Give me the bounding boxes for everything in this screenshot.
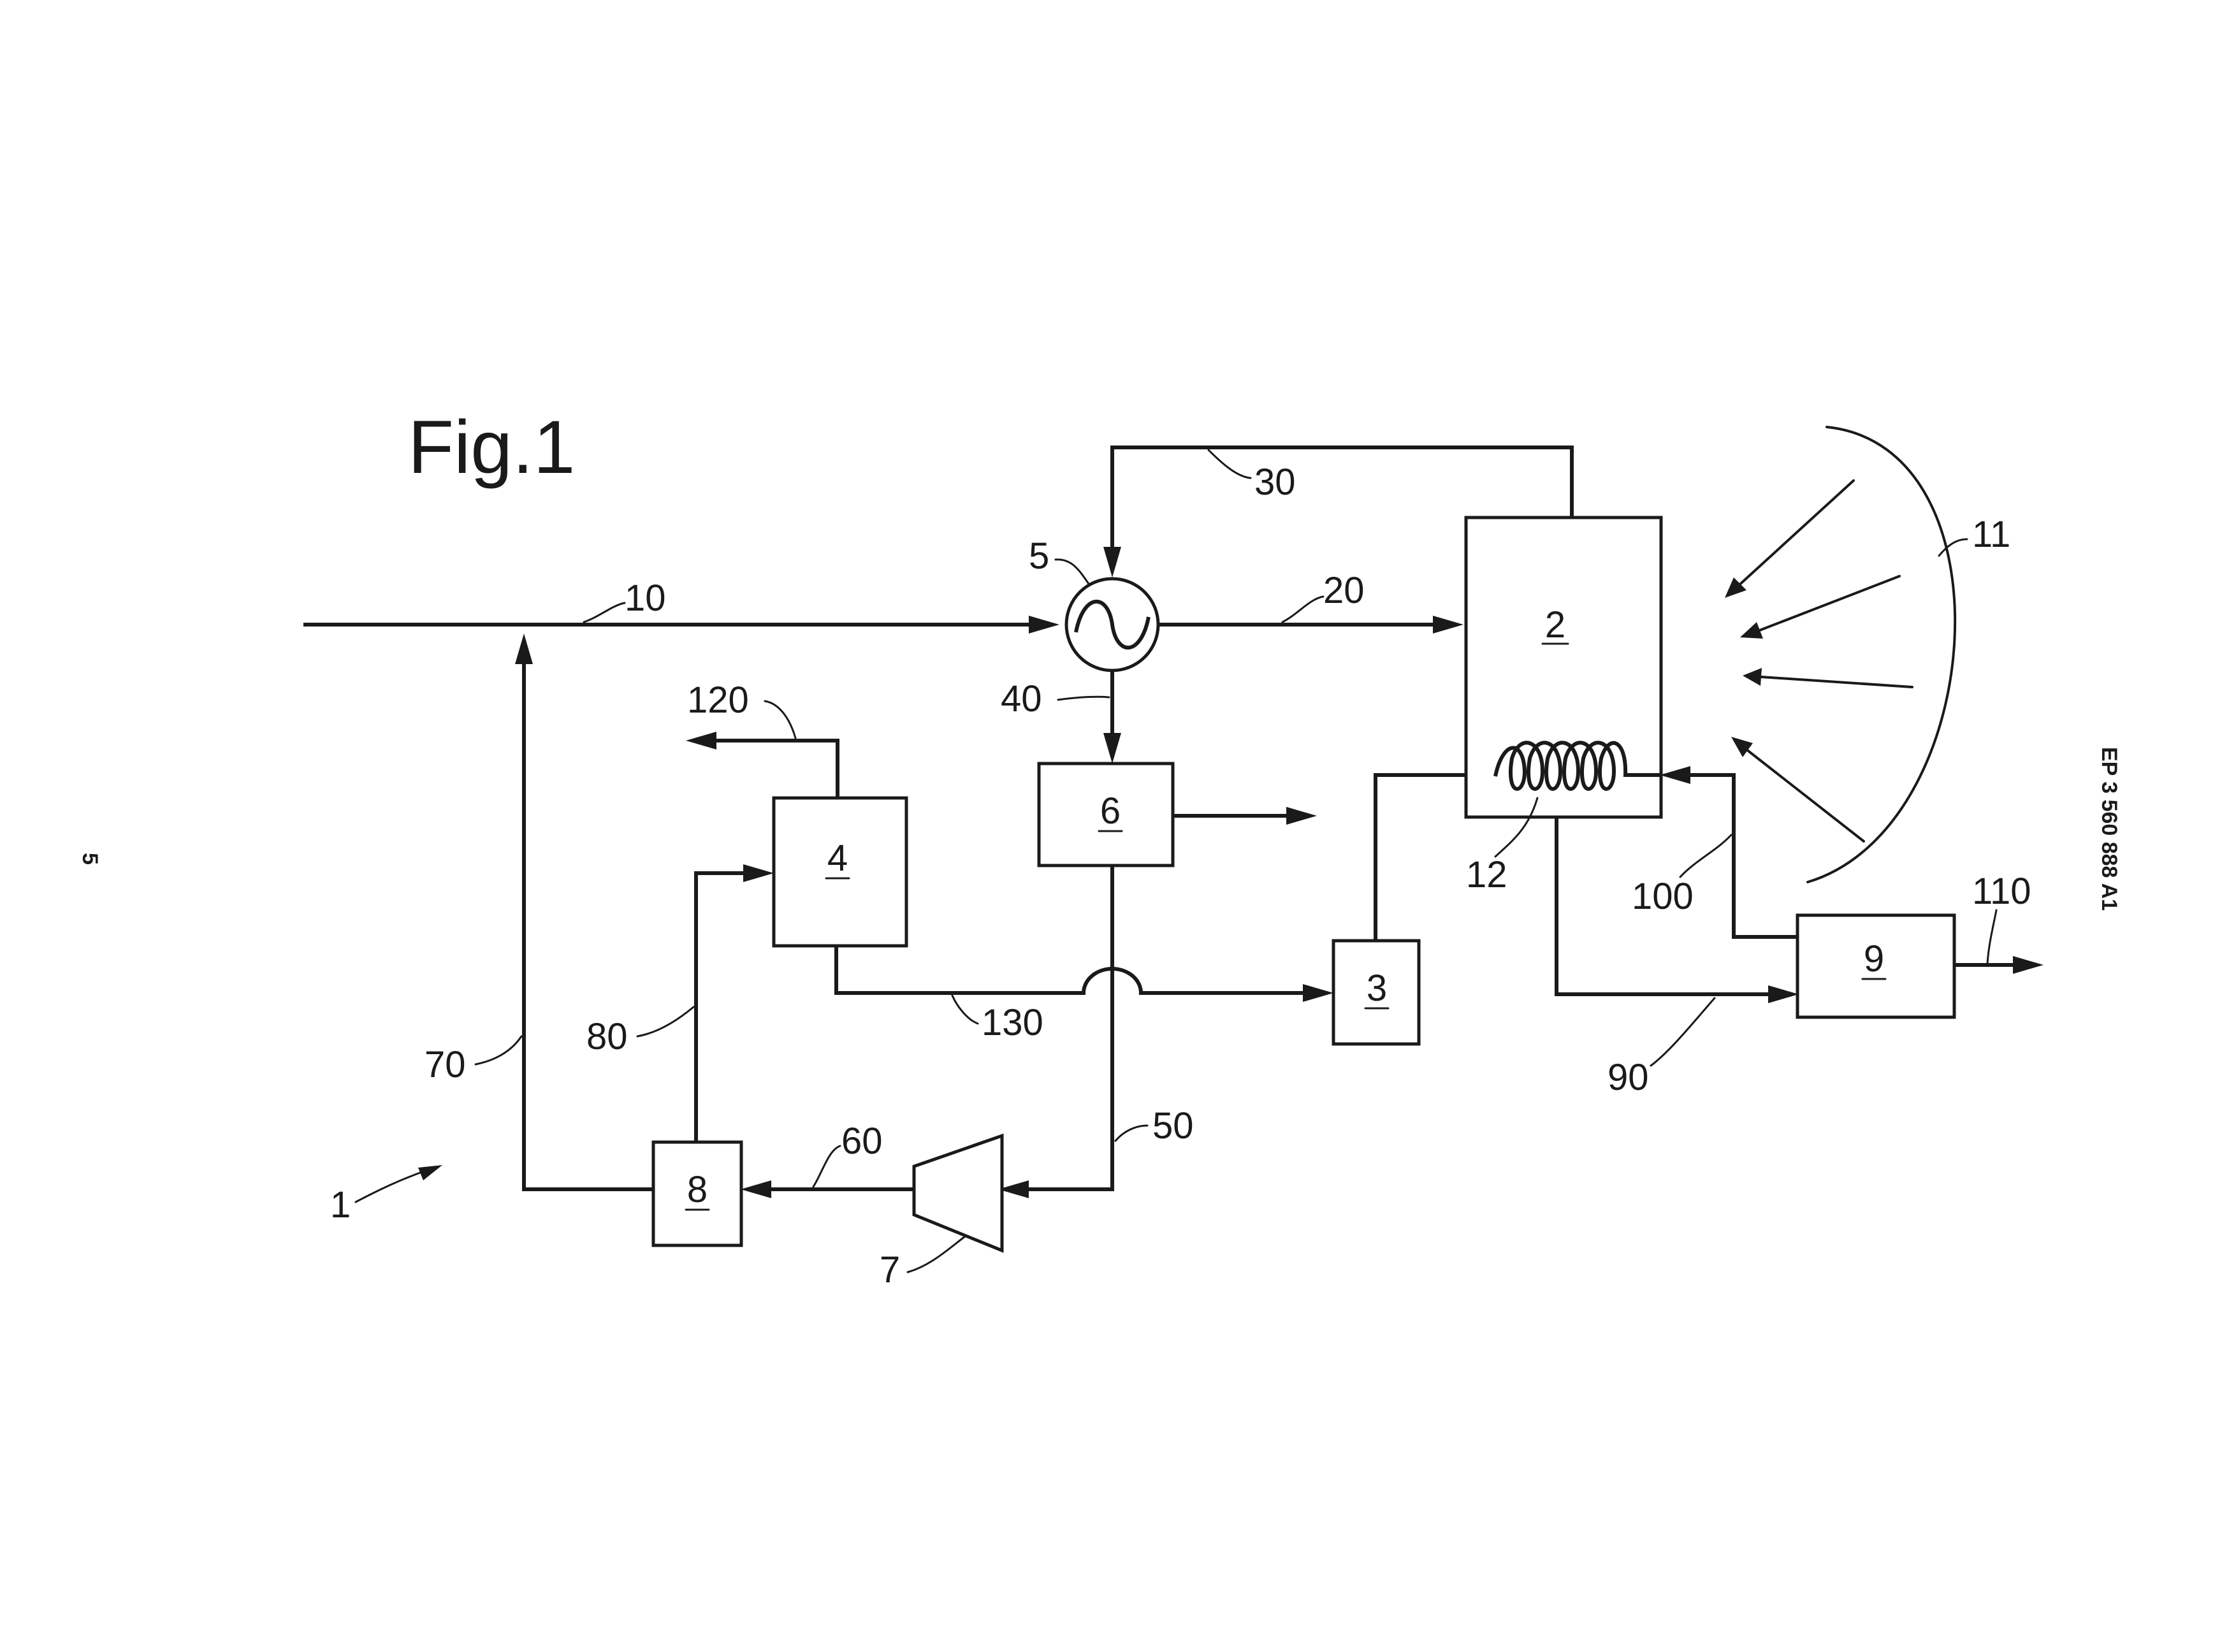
ref-1-leader — [356, 1170, 427, 1202]
figure-title: Fig.1 — [408, 405, 575, 489]
component-2-label: 2 — [1545, 604, 1565, 646]
line-80 — [696, 873, 746, 1142]
component-6-label: 6 — [1100, 790, 1121, 832]
ref-60-leader — [813, 1146, 840, 1187]
ref-5-leader — [1056, 560, 1089, 584]
ref-80-label: 80 — [586, 1016, 628, 1057]
ref-90-label: 90 — [1608, 1057, 1649, 1098]
box-3-to-coil-line — [1376, 775, 1466, 941]
radiation-rays — [1725, 481, 1912, 841]
ref-110: 110 — [1972, 871, 2031, 964]
line-60-arrowhead — [741, 1180, 771, 1198]
ref-120-label: 120 — [687, 679, 749, 721]
ref-7-leader — [908, 1236, 965, 1272]
component-8-label: 8 — [687, 1169, 708, 1210]
radiation-ray-3-arrowhead — [1743, 668, 1762, 686]
ref-7-label: 7 — [880, 1249, 900, 1291]
ref-40-leader — [1058, 697, 1109, 700]
ref-5-label: 5 — [1029, 535, 1049, 577]
ref-120-leader — [765, 701, 795, 738]
ref-1-label: 1 — [330, 1184, 351, 1226]
page-number: 5 — [78, 853, 102, 865]
line-70-arrowhead — [515, 634, 533, 664]
component-4-label: 4 — [827, 837, 848, 879]
ref-1-arrowhead — [418, 1165, 442, 1180]
ref-10-label: 10 — [625, 577, 666, 619]
radiation-ray-4-arrowhead — [1731, 737, 1753, 757]
heat-exchanger-5 — [1066, 579, 1158, 670]
ref-130-leader — [952, 996, 978, 1024]
component-4: 4 — [774, 798, 906, 946]
radiation-ray-2-arrowhead — [1740, 622, 1763, 639]
component-9: 9 — [1797, 915, 1954, 1017]
ref-50: 50 — [1115, 1105, 1194, 1147]
line-20-arrowhead — [1433, 616, 1463, 634]
line-90-arrowhead — [1768, 985, 1799, 1003]
ref-80-leader — [637, 1007, 693, 1036]
ref-11-label: 11 — [1972, 514, 2010, 555]
ref-40-label: 40 — [1001, 678, 1042, 720]
ref-50-leader — [1115, 1126, 1147, 1141]
line-40-arrowhead — [1103, 733, 1121, 764]
ref-130: 130 — [952, 996, 1043, 1043]
line-130 — [836, 946, 1303, 993]
component-3-label: 3 — [1367, 967, 1387, 1009]
component-6: 6 — [1039, 764, 1173, 866]
ref-10: 10 — [584, 577, 666, 622]
line-30-arrowhead — [1103, 547, 1121, 577]
ref-11: 11 — [1939, 514, 2010, 556]
publication-number: EP 3 560 888 A1 — [2097, 747, 2121, 911]
line-120-arrowhead — [686, 732, 716, 750]
ref-100-leader — [1680, 835, 1731, 877]
ref-70-label: 70 — [425, 1044, 466, 1085]
ref-100: 100 — [1632, 835, 1731, 917]
ref-80: 80 — [586, 1007, 693, 1057]
line-120 — [715, 741, 838, 798]
radiation-ray-3 — [1760, 677, 1912, 687]
line-70 — [524, 663, 653, 1189]
ref-30-label: 30 — [1254, 461, 1296, 503]
ref-70-leader — [476, 1036, 521, 1064]
line-110-arrowhead — [2013, 956, 2044, 974]
line-130-arrowhead — [1303, 984, 1333, 1002]
component-8: 8 — [653, 1142, 741, 1245]
ref-90: 90 — [1608, 998, 1715, 1098]
radiation-ray-1 — [1736, 481, 1854, 588]
ref-40: 40 — [1001, 678, 1109, 720]
component-9-label: 9 — [1864, 938, 1884, 980]
line-10-arrowhead — [1029, 616, 1059, 634]
ref-130-label: 130 — [982, 1002, 1043, 1043]
line-80-arrowhead — [743, 864, 774, 882]
ref-110-leader — [1987, 910, 1996, 964]
ref-120: 120 — [687, 679, 795, 738]
radiation-ray-2 — [1758, 576, 1899, 631]
radiation-ray-4 — [1746, 750, 1864, 841]
compressor-7 — [914, 1136, 1002, 1250]
ref-7: 7 — [880, 1236, 965, 1291]
ref-10-leader — [584, 603, 625, 622]
box-6-outlet-arrowhead — [1286, 807, 1317, 825]
ref-20-leader — [1282, 597, 1323, 622]
ref-5: 5 — [1029, 535, 1089, 584]
ref-60-label: 60 — [841, 1120, 883, 1162]
ref-90-leader — [1651, 998, 1715, 1066]
ref-50-label: 50 — [1152, 1105, 1194, 1147]
ref-11-leader — [1939, 539, 1967, 556]
ref-20-label: 20 — [1323, 570, 1365, 611]
ref-60: 60 — [813, 1120, 883, 1187]
ref-30: 30 — [1209, 450, 1296, 503]
ref-100-label: 100 — [1632, 876, 1694, 917]
line-100-arrowhead — [1660, 766, 1690, 784]
ref-12-label: 12 — [1466, 854, 1507, 895]
ref-110-label: 110 — [1972, 871, 2031, 912]
ref-1: 1 — [330, 1165, 442, 1226]
component-3: 3 — [1333, 941, 1419, 1044]
ref-30-leader — [1209, 450, 1251, 478]
ref-70: 70 — [425, 1036, 521, 1085]
ref-20: 20 — [1282, 570, 1365, 622]
